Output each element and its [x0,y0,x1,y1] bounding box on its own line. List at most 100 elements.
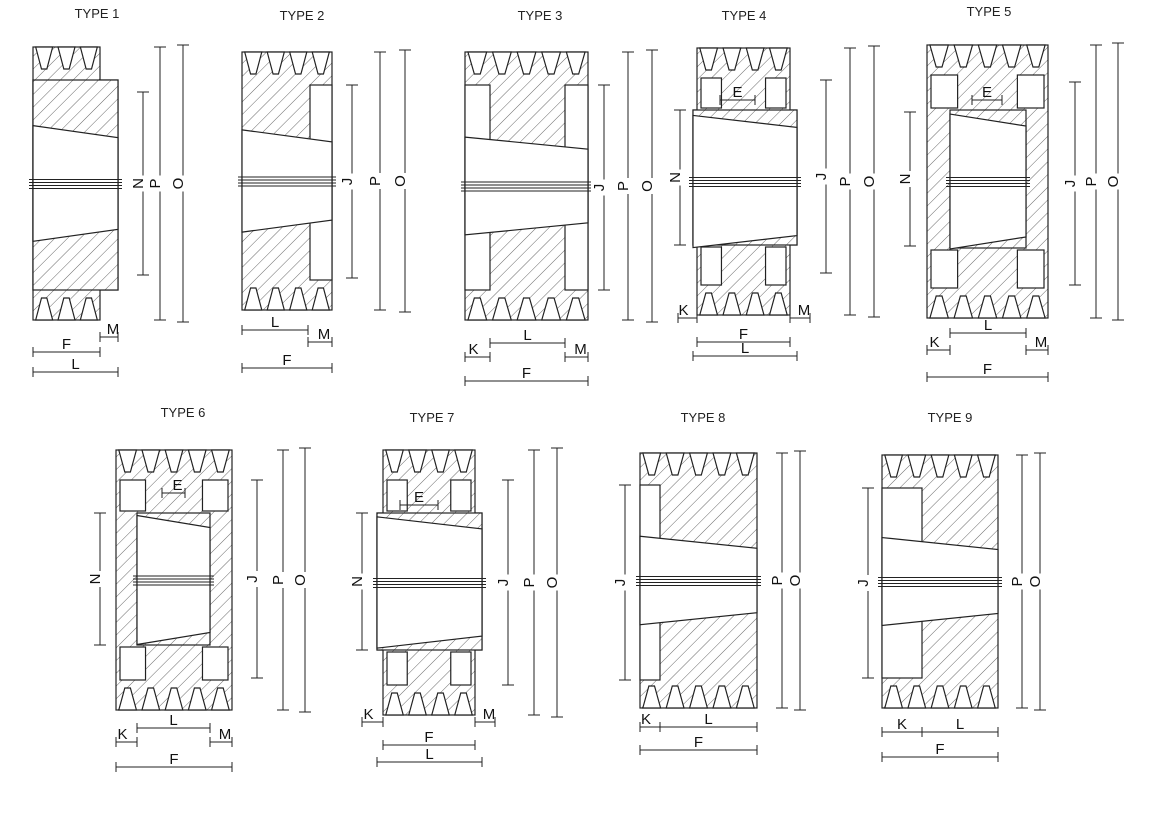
dim-label-E: E [414,489,424,506]
dim-label-F: F [935,741,944,758]
dim-label-P: P [367,176,384,186]
bore [692,114,798,249]
label-bg [787,572,803,589]
groove [141,687,161,711]
groove [164,449,184,473]
dim-label-J: J [495,579,512,587]
label-bg [837,173,853,190]
web-window [1016,249,1045,289]
groove [745,292,765,316]
groove [722,292,742,316]
type-title: TYPE 7 [410,410,455,425]
dim-label-J: J [591,184,608,192]
groove [930,454,950,478]
label-bg [170,175,186,192]
dim-label-E: E [982,84,992,101]
groove [1001,44,1022,68]
dim-label-M: M [483,706,496,723]
groove [977,295,998,319]
label-bg [87,571,103,587]
groove [977,44,998,68]
groove [565,297,586,321]
groove [516,51,537,75]
groove [407,449,428,473]
groove [164,687,184,711]
label-bg [1105,173,1121,190]
groove [953,454,973,478]
groove [907,685,927,709]
dim-label-M: M [318,326,331,343]
groove [311,51,331,75]
type-title: TYPE 4 [722,8,767,23]
dim-label-O: O [639,180,656,192]
groove [953,44,974,68]
label-bg [367,173,383,189]
groove [79,297,99,321]
groove [467,297,488,321]
type-title: TYPE 1 [75,6,120,21]
groove [735,452,755,476]
groove [745,47,765,71]
label-bg [1062,175,1078,192]
bore [949,113,1027,250]
web-window [119,479,147,512]
label-bg [544,574,560,591]
groove [187,449,207,473]
groove [117,449,138,473]
dim-label-P: P [147,178,164,188]
groove [642,452,662,476]
bore [881,536,999,627]
groove [665,685,685,709]
groove [735,685,755,709]
groove [1025,295,1046,319]
bore [32,124,119,243]
web-window [386,651,408,686]
dim-label-L: L [741,340,749,357]
dim-label-J: J [813,173,830,181]
groove [57,297,76,321]
groove [712,452,732,476]
web-window [700,77,723,109]
groove [688,452,709,476]
dim-label-K: K [641,711,651,728]
groove [699,47,719,71]
groove [768,47,788,71]
dim-label-P: P [1083,176,1100,186]
dim-label-J: J [1062,180,1079,188]
groove [883,685,904,709]
dim-label-L: L [425,746,433,763]
type-title: TYPE 8 [681,410,726,425]
web-window [930,74,959,109]
dim-label-L: L [956,716,964,733]
groove [243,287,263,311]
dim-label-O: O [292,574,309,586]
groove [699,292,719,316]
groove [1025,44,1046,68]
label-bg [270,572,286,588]
type-title: TYPE 5 [967,4,1012,19]
groove [141,449,161,473]
dim-label-N: N [87,574,104,585]
web-window [764,77,787,109]
groove [768,292,788,316]
label-bg [521,574,537,591]
groove [1001,295,1022,319]
dim-label-K: K [363,706,373,723]
label-bg [244,571,260,587]
dim-label-F: F [169,751,178,768]
groove [311,287,331,311]
dim-label-O: O [861,176,878,188]
label-bg [392,173,408,189]
web-window [764,246,787,286]
label-bg [147,175,163,192]
groove [976,454,997,478]
dim-label-K: K [929,334,939,351]
dim-label-F: F [522,365,531,382]
